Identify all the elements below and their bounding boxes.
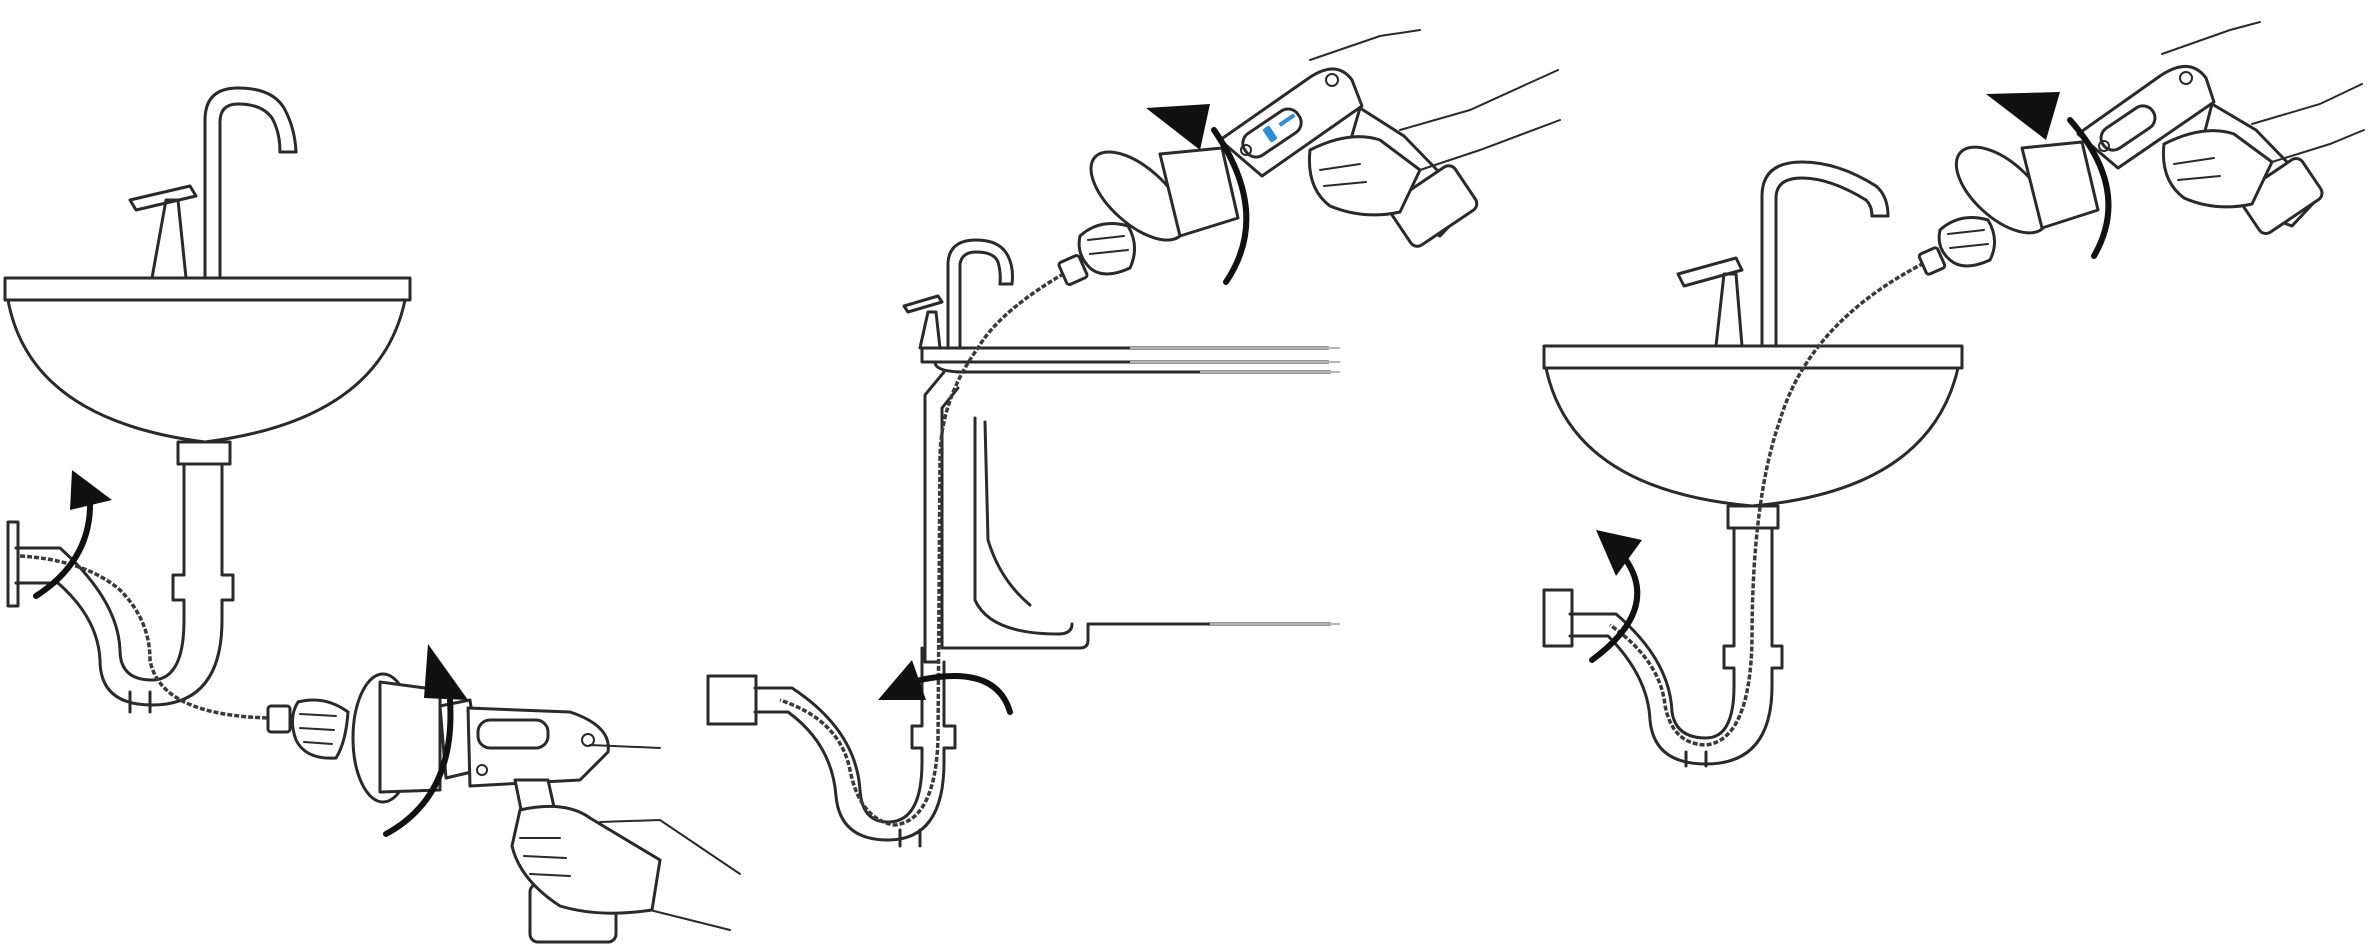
curved-arrow-icon — [1146, 104, 1250, 285]
gloved-hand-icon — [291, 698, 741, 931]
faucet-icon — [128, 86, 298, 280]
curved-arrow-icon — [1589, 530, 1642, 663]
p-trap-icon — [6, 462, 235, 714]
p-trap-icon — [706, 646, 957, 848]
bathtub — [920, 346, 1340, 664]
auger-cable — [19, 554, 273, 720]
panel-2 — [706, 29, 1561, 848]
auger-cable — [1608, 258, 1931, 747]
faucet-icon — [1676, 160, 1890, 348]
sink-basin — [1542, 344, 1964, 530]
gloved-hand-icon — [1077, 29, 1561, 276]
curved-arrow-icon — [1986, 92, 2112, 259]
auger-cable — [779, 268, 1071, 827]
faucet-icon — [902, 238, 1014, 350]
sink-basin — [3, 276, 412, 466]
panel-3 — [1542, 21, 2365, 768]
gloved-hand-icon — [1937, 21, 2365, 268]
curved-arrow-icon — [33, 470, 112, 599]
brand-logo-icon — [1262, 113, 1296, 143]
curved-arrow-icon — [383, 644, 661, 837]
curved-arrow-icon — [878, 660, 1013, 715]
panel-1 — [3, 86, 741, 944]
p-trap-icon — [1542, 526, 1784, 768]
